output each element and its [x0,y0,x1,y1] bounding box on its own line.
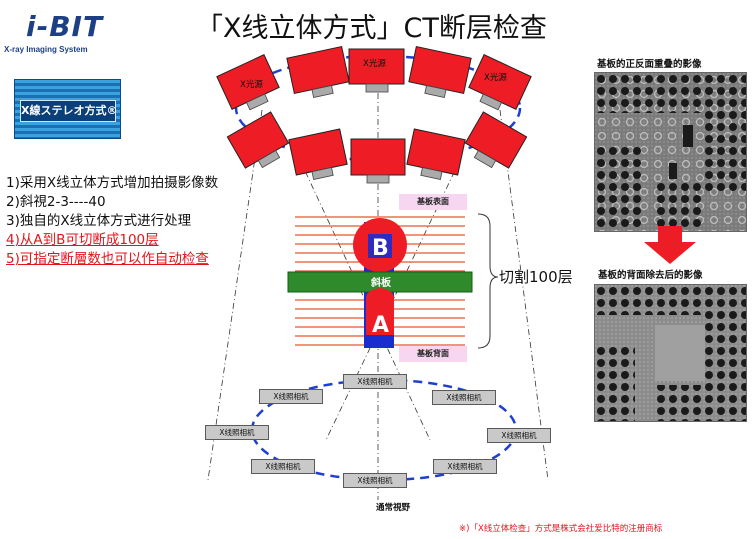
xray-source [226,111,290,169]
xray-source [350,138,406,184]
layer-b-letter: B [372,236,389,261]
xray-source [216,54,280,111]
top-image-caption: 基板的正反面重叠的影像 [597,59,702,70]
xray-source [348,48,405,93]
xray-camera: X线照相机 [251,459,315,474]
feature-item-2: 2)斜視2-3----40 [6,194,106,210]
feature-item-4: 4)从A到B可切断成100层 [6,232,159,248]
badge-label: X線ステレオ方式® [20,100,117,122]
xray-source [408,45,472,98]
board-top-tag: 基板表面 [399,194,467,210]
layer-bracket [477,213,499,349]
xray-source-label: X光源 [484,73,507,83]
xray-source [464,111,528,169]
cut-layers-label: 切割100层 [499,268,573,286]
xray-camera: X线照相机 [343,473,407,488]
xray-source-label: X光源 [240,80,263,90]
xray-source [406,128,466,180]
stereo-method-badge: X線ステレオ方式® [14,79,121,139]
xray-source-label: X光源 [363,59,386,69]
back-removed-xray-image [594,284,747,422]
layer-a-letter: A [372,313,389,338]
bottom-image-caption: 基板的背面除去后的影像 [598,270,703,281]
feature-item-5: 5)可指定断層数也可以作自动检查 [6,251,209,267]
company-logo: i-BIT [26,10,104,43]
xray-source [286,45,350,98]
xray-source [288,128,348,180]
logo-subtitle: X-ray Imaging System [4,45,88,54]
layer-a-marker [366,288,394,335]
feature-item-1: 1)采用X线立体方式增加拍摄影像数 [6,175,219,191]
normal-view-label: 通常視野 [376,503,411,513]
xray-sources [216,45,532,184]
xray-camera: X线照相机 [343,374,407,389]
feature-item-3: 3)独自的X线立体方式进行处理 [6,213,192,229]
xray-camera: X线照相机 [259,389,323,404]
feature-list: 1)采用X线立体方式增加拍摄影像数 2)斜視2-3----40 3)独自的X线立… [6,174,218,269]
xray-camera: X线照相机 [432,390,496,405]
down-arrow-icon [644,226,696,264]
xray-camera: X线照相机 [433,459,497,474]
xray-camera: X线照相机 [205,425,269,440]
board-label: 斜板 [370,276,392,289]
xray-source [468,54,532,111]
trademark-footnote: ※)「X线立体检查」方式是株式会社爱比特的注册商标 [459,524,663,534]
overlapped-xray-image [594,72,747,232]
board-bottom-tag: 基板背面 [399,346,467,362]
page-title: 「X线立体方式」CT断层检查 [196,13,547,44]
xray-camera: X线照相机 [487,428,551,443]
